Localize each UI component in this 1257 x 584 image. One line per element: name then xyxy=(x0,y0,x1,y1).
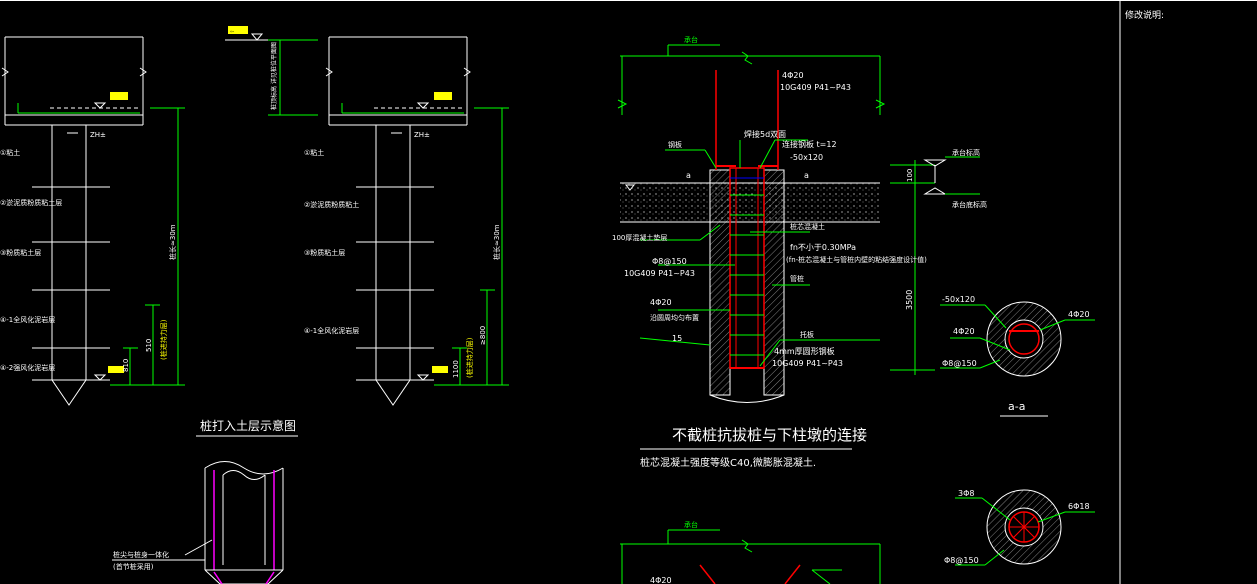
pile1-layer-1: ①粘土 xyxy=(0,148,20,157)
conn-rebar-ref-1: 10G409 P41~P43 xyxy=(780,83,851,92)
pile1-dim-2: 810 xyxy=(122,359,130,372)
conn2-rebar-top: 4Φ20 xyxy=(650,576,672,584)
conn-dim-100: 100 xyxy=(906,169,914,182)
pile1-layer-3: ③粉质粘土层 xyxy=(0,248,41,257)
pile-entry-note-2: (首节桩采用) xyxy=(113,562,154,571)
conn-fn-text: fn不小于0.30MPa xyxy=(790,243,856,252)
conn-bottom-plate: 托板 xyxy=(800,330,814,339)
conn-fn-note: (fn-桩芯混凝土与管桩内壁的粘结强度设计值) xyxy=(786,255,927,264)
conn-subtitle: 桩芯混凝土强度等级C40,微膨胀混凝土. xyxy=(640,456,816,469)
conn2-cap-label: 承台 xyxy=(684,520,698,529)
conn-rebar-2-note: 沿圆周均匀布置 xyxy=(650,313,699,322)
conn-weld-label: 焊接5d双面 xyxy=(744,129,786,139)
conn-plate-size: -50x120 xyxy=(790,153,823,162)
pile1-layer-2: ②淤泥质粉质粘土层 xyxy=(0,198,62,207)
pile-entry-note-1: 桩尖与桩身一体化 xyxy=(113,550,169,559)
conn-title: 不截桩抗拔桩与下柱墩的连接 xyxy=(672,426,867,444)
pile2-layer-2: ②淤泥质粉质粘土 xyxy=(304,200,359,209)
bb-rebar-l: 3Φ8 xyxy=(958,489,974,498)
pile1-layer-5: ④-2强风化泥岩层 xyxy=(0,363,55,372)
pile2-dim-note: (桩进持力层) xyxy=(465,337,474,378)
pile2-level-tag: ZH± xyxy=(414,131,430,139)
conn-stirrup: Φ8@150 xyxy=(652,257,687,266)
conn-a-right: a xyxy=(804,171,809,180)
pile1-dim-1: 510 xyxy=(145,339,153,352)
conn-dim-3500: 3500 xyxy=(905,290,914,310)
aa-stirrup: Φ8@150 xyxy=(942,359,977,368)
conn-plate-label: 钢板 xyxy=(668,140,682,149)
conn-dim-15: 15 xyxy=(672,334,682,343)
pile2-layer-3: ③粉质粘土层 xyxy=(304,248,345,257)
conn-pipe-pile: 管桩 xyxy=(790,274,804,283)
conn-stirrup-ref: 10G409 P41~P43 xyxy=(624,269,695,278)
pile2-layer-1: ①粘土 xyxy=(304,148,324,157)
bb-rebar-r: 6Φ18 xyxy=(1068,502,1090,511)
aa-plate: -50x120 xyxy=(942,295,975,304)
pile1-dim-note: (桩进持力层) xyxy=(159,319,168,360)
aa-label: a-a xyxy=(1008,400,1025,413)
conn-bottom-ref: 10G409 P41~P43 xyxy=(772,359,843,368)
pile-entry-detail xyxy=(112,461,284,584)
pile2-dim-2: 1100 xyxy=(452,360,460,378)
conn-cushion: 100厚混凝土垫层 xyxy=(612,233,667,242)
middle-vertical-note: 桩顶标高 详见桩位平面图 xyxy=(270,42,278,110)
pile-section-1 xyxy=(1,36,185,406)
revision-label: 修改说明: xyxy=(1125,9,1164,21)
connection-detail-2 xyxy=(620,529,881,584)
conn-a-left: a xyxy=(686,171,691,180)
connection-detail xyxy=(617,44,980,403)
pile-entry-title: 桩打入土层示意图 xyxy=(200,418,296,433)
aa-rebar-l: 4Φ20 xyxy=(953,327,975,336)
aa-rebar-r: 4Φ20 xyxy=(1068,310,1090,319)
section-bb-circle xyxy=(955,489,1095,566)
conn-core-concrete: 桩芯混凝土 xyxy=(790,222,825,231)
pile2-layer-4: ④-1全风化泥岩层 xyxy=(304,326,359,335)
middle-top-tag: 地面标高 xyxy=(230,30,234,33)
pile1-level-tag: ZH± xyxy=(90,131,106,139)
section-aa-circle xyxy=(940,301,1095,417)
pile1-length: 桩长≈30m xyxy=(168,224,177,260)
pile2-dim-1: ≥800 xyxy=(479,326,487,345)
pile-section-2 xyxy=(325,36,509,406)
pile2-length: 桩长≈30m xyxy=(492,224,501,260)
conn-steel-plate: 连接钢板 t=12 xyxy=(782,139,837,149)
middle-elevation-mark xyxy=(225,26,318,116)
conn-cap-label: 承台 xyxy=(684,35,698,44)
conn-cap-bottom: 承台底标高 xyxy=(952,200,987,209)
pile1-layer-4: ④-1全风化泥岩层 xyxy=(0,315,55,324)
conn-cap-top: 承台标高 xyxy=(952,148,980,157)
bb-stirrup: Φ8@150 xyxy=(944,556,979,565)
conn-rebar-2: 4Φ20 xyxy=(650,298,672,307)
conn-rebar-top: 4Φ20 xyxy=(782,71,804,80)
conn-bottom-plate-note: 4mm厚圆形钢板 xyxy=(774,346,835,356)
